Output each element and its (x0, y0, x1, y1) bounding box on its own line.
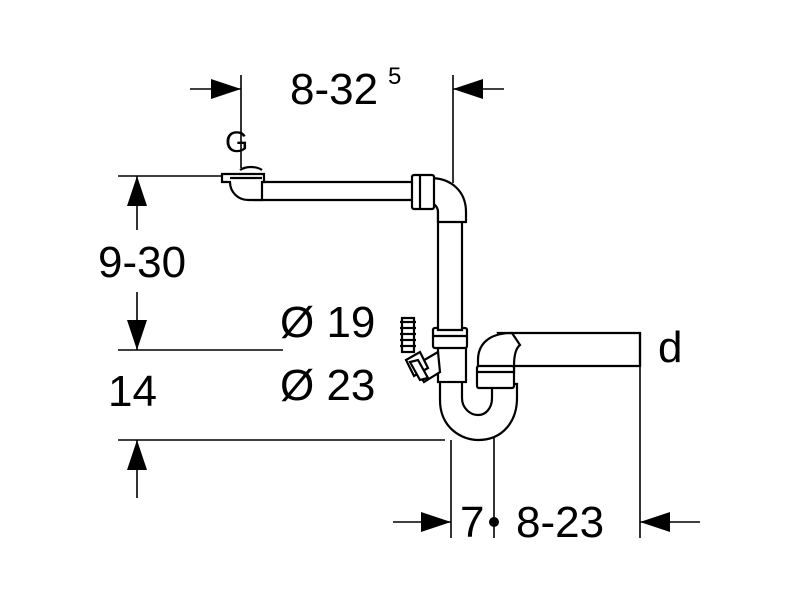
label-bottom-right: 8-23 (516, 498, 604, 547)
inlet-elbow (220, 172, 266, 202)
label-diameter-large: Ø 23 (280, 361, 375, 410)
label-bottom-left: 7 (460, 498, 484, 547)
trap-right-nut (475, 364, 516, 390)
hose-connector (404, 350, 442, 384)
dim-top-left-arrowhead (211, 79, 241, 99)
label-outlet: d (658, 323, 682, 372)
hose-connector-tip (408, 358, 430, 382)
dim-top-right-arrowhead (453, 79, 483, 99)
dimension-arrows (127, 79, 700, 532)
dim-offset-arrowhead (127, 440, 147, 470)
label-height-range: 9-30 (98, 238, 186, 287)
dim-height-top-arrowhead (127, 176, 147, 206)
dim-height-bottom-arrowhead (127, 320, 147, 350)
dim-bottom-right-arrowhead (640, 512, 670, 532)
top-horizontal-pipe (253, 180, 420, 202)
inlet-opening (239, 165, 263, 171)
label-bottom-offset: 14 (108, 367, 157, 416)
label-top-width: 8-32 (290, 65, 378, 114)
dim-bottom-center-dot (489, 517, 499, 527)
top-connector-nut (410, 173, 436, 211)
trap-bend (438, 378, 519, 442)
extension-lines (118, 75, 641, 538)
label-inlet: G (225, 126, 248, 159)
labels: 8-32 5 G 9-30 14 Ø 19 Ø 23 d 7 8-23 (98, 63, 682, 547)
dim-bottom-left-arrowhead (421, 512, 451, 532)
trap-left-body (436, 344, 468, 384)
top-elbow (428, 176, 468, 224)
label-diameter-small: Ø 19 (280, 298, 375, 347)
label-top-width-superscript: 5 (388, 63, 401, 90)
hose-nozzle (400, 316, 416, 354)
pipe-assembly (220, 165, 642, 442)
outlet-arm (496, 331, 642, 368)
